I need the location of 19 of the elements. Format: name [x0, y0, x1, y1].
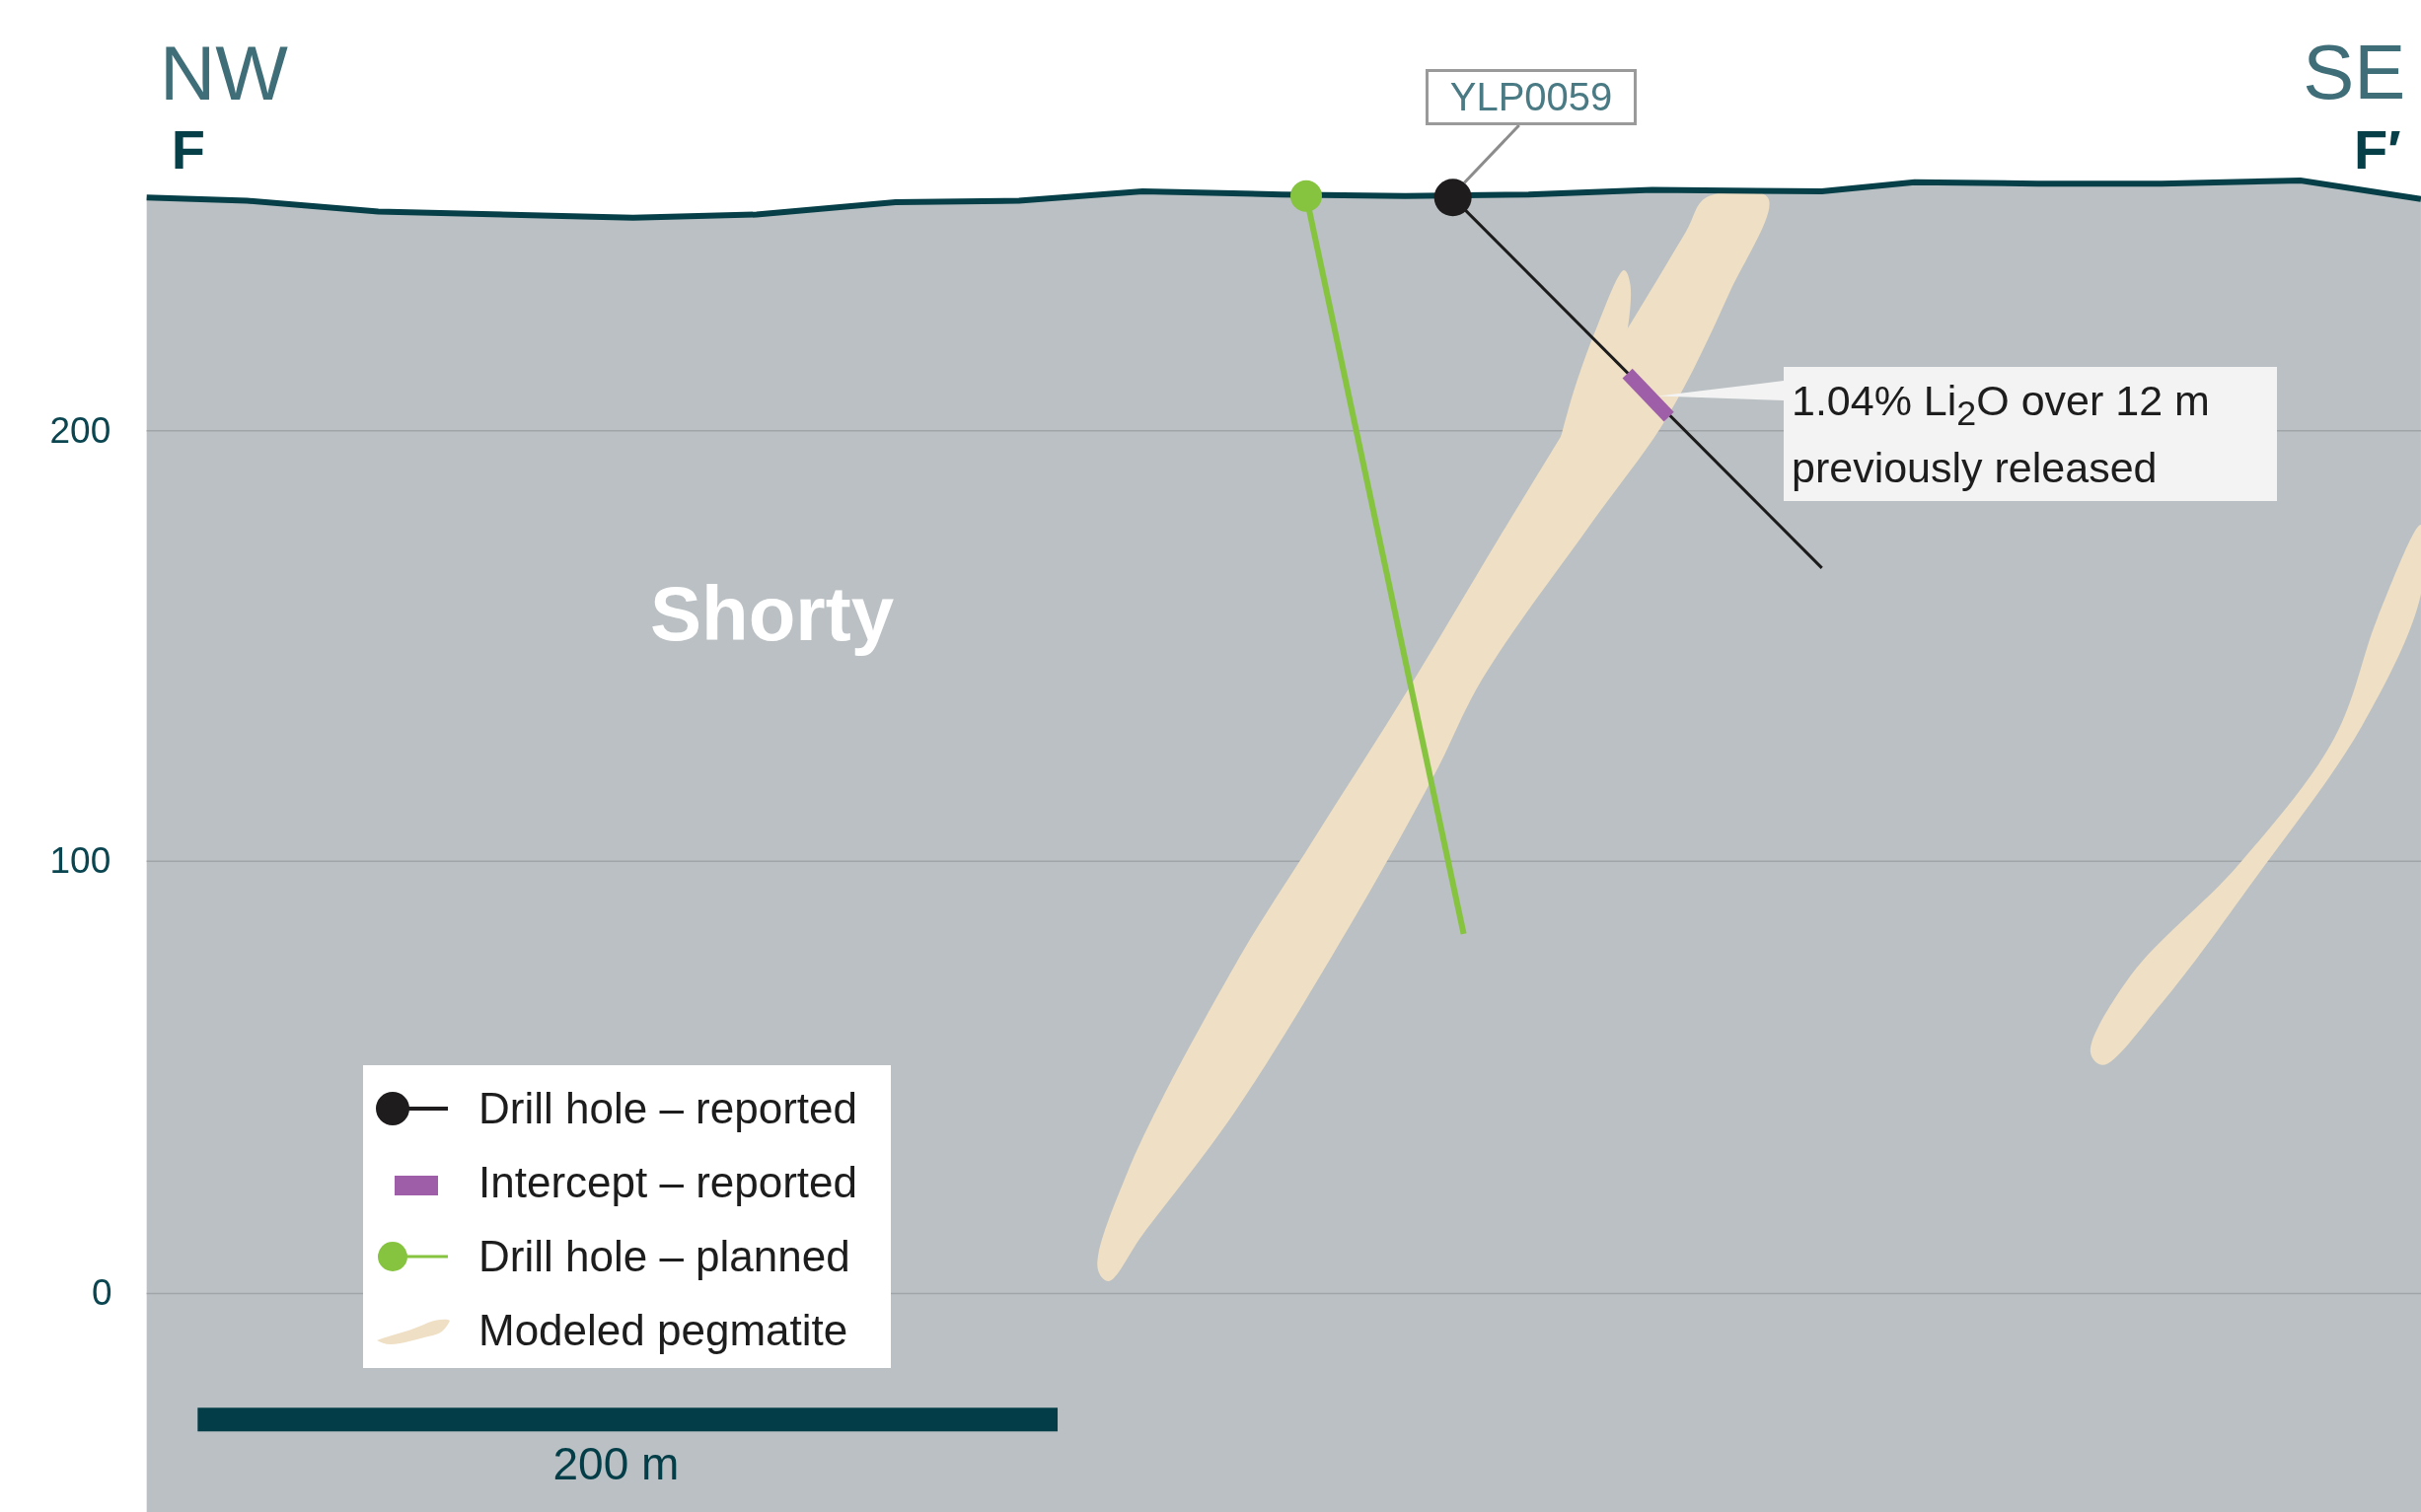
legend-label: Drill hole – reported — [478, 1084, 857, 1133]
area-name: Shorty — [650, 571, 894, 657]
intercept-callout: 1.04% Li$_{2}$O over 12 m previously released — [1784, 367, 2277, 501]
drill-collar-marker — [1433, 179, 1472, 217]
intercept-bar — [1622, 368, 1674, 422]
direction-label: NW — [159, 32, 288, 116]
section-end-label: F′ — [2353, 119, 2401, 180]
section-end-label: F — [171, 119, 206, 180]
elevation-label: 0 — [92, 1273, 112, 1314]
elevation-label: 200 — [49, 410, 111, 451]
scale-label: 200 m — [552, 1438, 680, 1488]
legend-label: Modeled pegmatite — [478, 1306, 848, 1355]
leader-line — [1463, 123, 1520, 184]
direction-label: SE — [2303, 30, 2406, 115]
legend-label: Intercept – reported — [478, 1158, 857, 1207]
leader-line — [1657, 381, 1784, 400]
legend-label: Drill hole – planned — [478, 1232, 850, 1281]
hole-id-label: YLP0059 — [1426, 69, 1637, 125]
elevation-label: 100 — [49, 840, 111, 882]
